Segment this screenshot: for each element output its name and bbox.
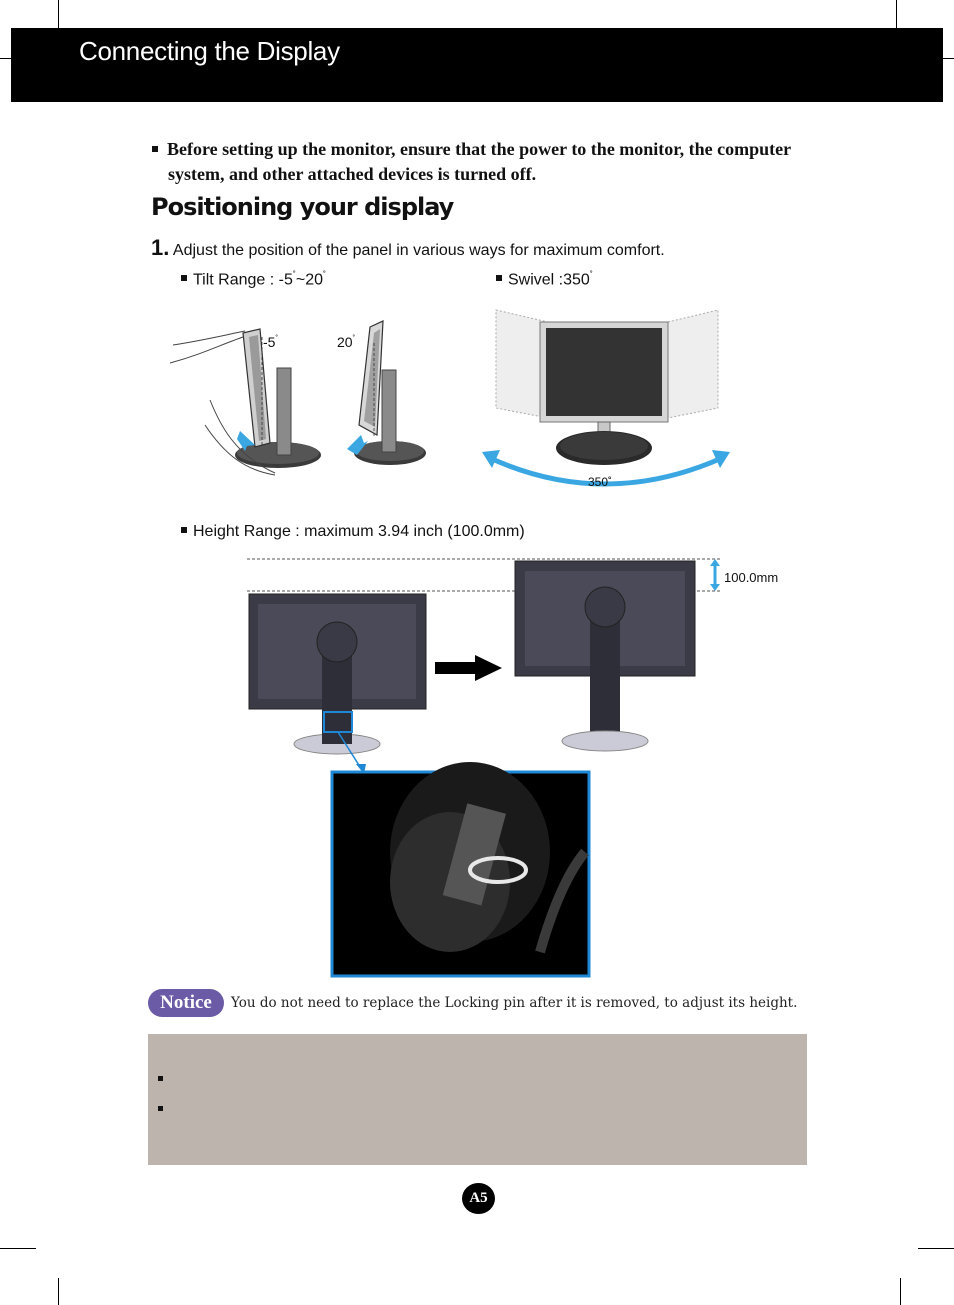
step-number: 1. bbox=[151, 235, 170, 260]
crop-mark bbox=[918, 1248, 954, 1249]
height-illustration: 100.0mm bbox=[247, 558, 778, 978]
warning-line-1: Before setting up the monitor, ensure th… bbox=[167, 139, 792, 159]
bullet-icon bbox=[158, 1076, 163, 1081]
warning-line-2: system, and other attached devices is tu… bbox=[168, 164, 537, 184]
page-number: A5 bbox=[462, 1183, 495, 1214]
header-bar bbox=[11, 28, 943, 102]
crop-mark bbox=[900, 1278, 901, 1305]
warning-note: Before setting up the monitor, ensure th… bbox=[152, 137, 832, 187]
height-measure-label: 100.0mm bbox=[724, 570, 778, 585]
crop-mark bbox=[58, 1278, 59, 1305]
info-box bbox=[148, 1034, 807, 1165]
bullet-icon bbox=[496, 275, 502, 282]
bullet-icon bbox=[181, 275, 187, 282]
notice-badge: Notice bbox=[148, 989, 224, 1017]
swivel-illustration: 350˚ bbox=[482, 309, 730, 489]
section-title: Positioning your display bbox=[151, 193, 454, 221]
crop-mark bbox=[0, 58, 11, 59]
crop-mark bbox=[943, 58, 954, 59]
tilt-range-label: Tilt Range : -5˚~20˚ bbox=[181, 270, 326, 289]
bullet-icon bbox=[158, 1106, 163, 1111]
crop-mark bbox=[58, 0, 59, 28]
tilt-minus5-label: -5˚ bbox=[263, 334, 278, 350]
crop-mark bbox=[896, 0, 897, 28]
tilt-plus20-label: 20˚ bbox=[337, 334, 356, 350]
bullet-icon bbox=[152, 145, 158, 152]
swivel-label: Swivel :350˚ bbox=[496, 270, 593, 289]
bullet-icon bbox=[181, 526, 187, 533]
height-range-label: Height Range : maximum 3.94 inch (100.0m… bbox=[181, 523, 525, 541]
step-text: Adjust the position of the panel in vari… bbox=[172, 242, 665, 259]
step-1: 1. Adjust the position of the panel in v… bbox=[151, 235, 665, 261]
swivel-arc-label: 350˚ bbox=[588, 475, 612, 489]
tilt-illustration: -5˚ 20˚ bbox=[169, 320, 426, 476]
crop-mark bbox=[0, 1248, 36, 1249]
notice-text: You do not need to replace the Locking p… bbox=[231, 995, 798, 1011]
page-title: Connecting the Display bbox=[79, 36, 340, 66]
